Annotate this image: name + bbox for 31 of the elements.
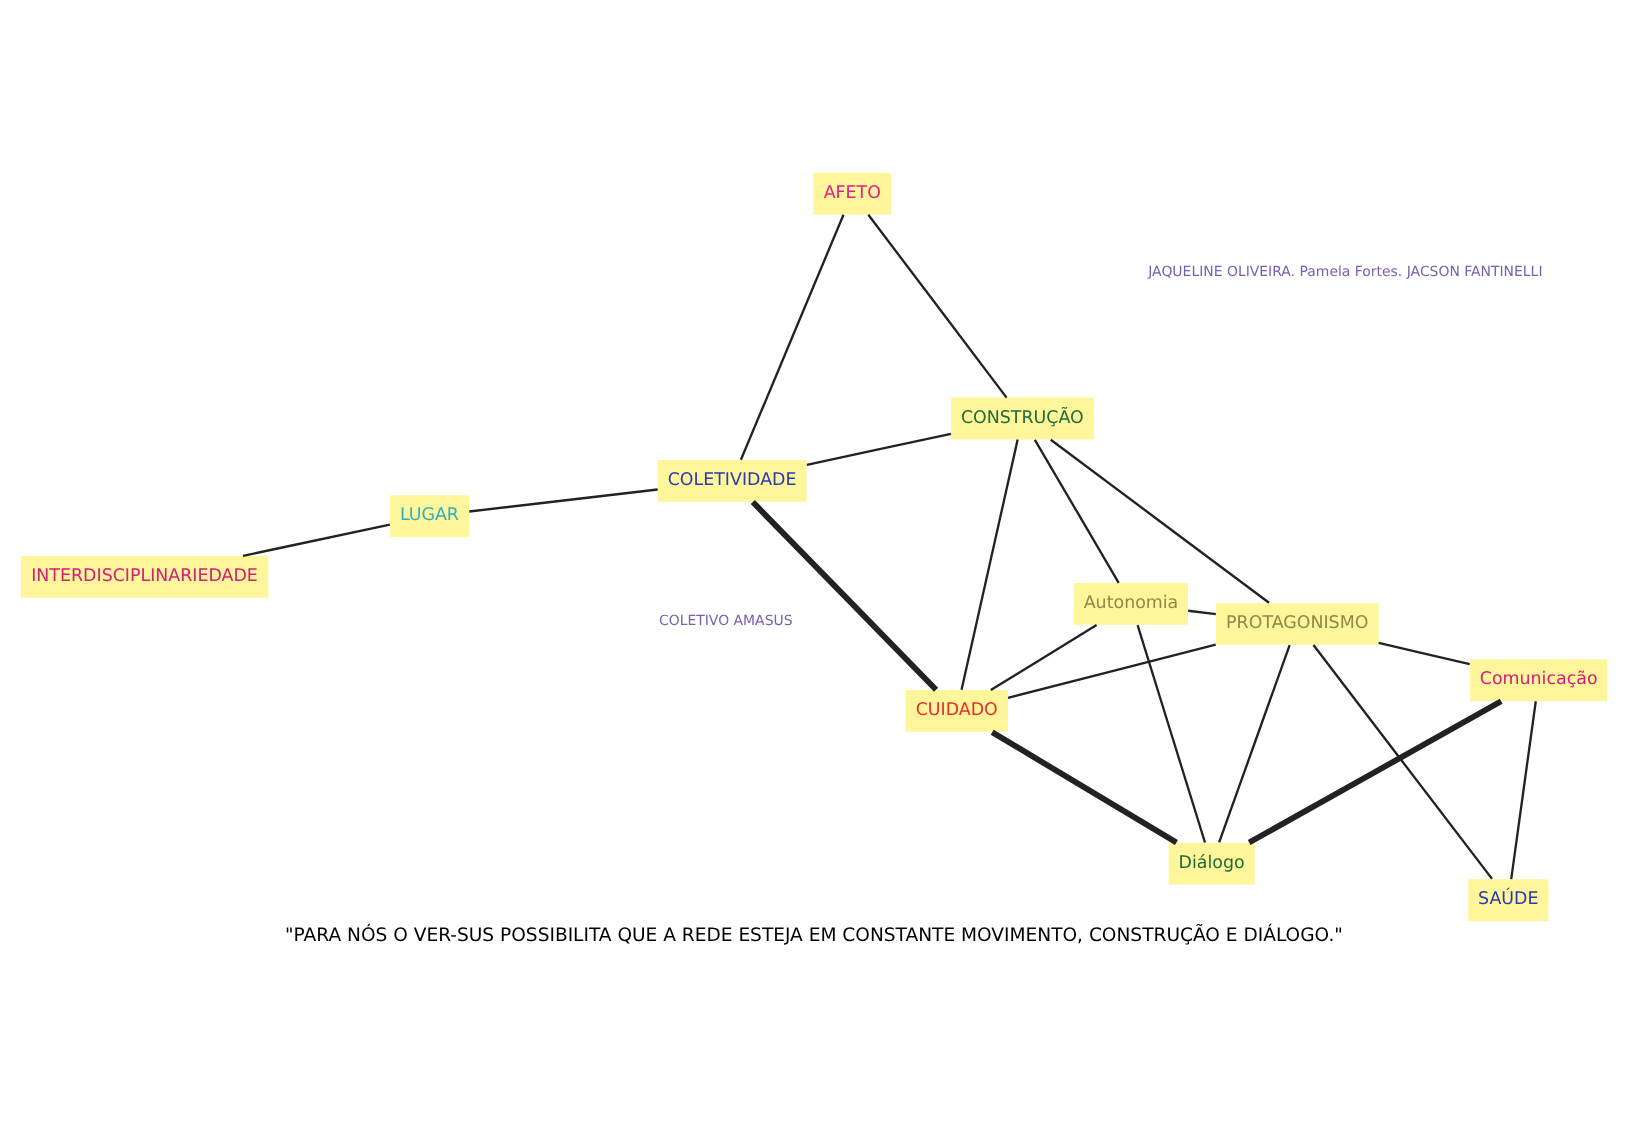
- node-box: Comunicação: [1470, 659, 1608, 702]
- connector: [739, 214, 845, 461]
- connector: [960, 439, 1019, 690]
- node-box: LUGAR: [389, 495, 469, 538]
- node-box: CUIDADO: [905, 690, 1008, 732]
- node-box: Diálogo: [1168, 842, 1255, 885]
- connector: [469, 488, 658, 513]
- connector: [1188, 609, 1216, 616]
- connector: [990, 729, 1178, 846]
- connector: [1136, 624, 1207, 843]
- connector: [990, 624, 1098, 691]
- node-box: PROTAGONISMO: [1215, 602, 1379, 645]
- connector: [1033, 439, 1120, 584]
- connector: [1312, 644, 1493, 880]
- node-box: COLETIVIDADE: [657, 459, 807, 502]
- node-box: SAÚDE: [1468, 879, 1549, 922]
- connector: [1378, 641, 1470, 666]
- node-box: INTERDISCIPLINARIEDADE: [20, 555, 269, 598]
- caption: "PARA NÓS O VER-SUS POSSIBILITA QUE A REDE ESTEJA EM CONSTANTE MOVIMENTO, CONSTRUÇÃO E DIÁLOGO.": [285, 924, 1343, 947]
- node-box: Autonomia: [1074, 582, 1188, 625]
- node-box: AFETO: [813, 172, 892, 215]
- connector: [806, 432, 952, 466]
- connector: [1247, 698, 1503, 846]
- node-box: CONSTRUÇÃO: [950, 397, 1094, 440]
- connector: [242, 523, 391, 557]
- connector: [750, 500, 939, 692]
- connector: [867, 214, 1008, 399]
- connector: [1218, 644, 1291, 843]
- connector: [1007, 643, 1216, 699]
- connector: [1510, 701, 1537, 880]
- connector: [1050, 438, 1270, 604]
